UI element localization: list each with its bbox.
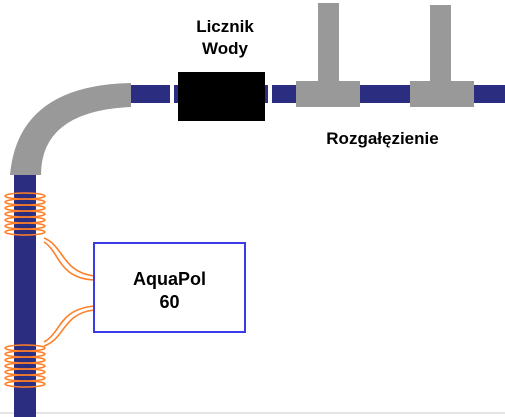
upper-coil <box>4 192 46 236</box>
device-label-line1: AquaPol <box>132 269 206 289</box>
tee-body-2 <box>410 81 474 107</box>
device-label-line2: 60 <box>159 292 180 312</box>
aquapol-device-box: AquaPol 60 <box>93 242 246 333</box>
water-meter-label: Licznik Wody <box>175 16 275 60</box>
water-meter-label-line2: Wody <box>202 39 248 58</box>
tee-body-1 <box>296 81 360 107</box>
tee-stem-1 <box>318 3 339 83</box>
branch-label: Rozgałęzienie <box>326 129 439 148</box>
pipe-joint <box>170 85 174 103</box>
pipe-elbow <box>10 83 131 175</box>
water-meter-label-line1: Licznik <box>196 17 254 36</box>
tee-stem-2 <box>430 5 451 83</box>
vertical-pipe <box>14 172 36 417</box>
pipe-joint <box>268 85 272 103</box>
lower-coil <box>4 344 46 388</box>
coil-wires <box>43 237 95 347</box>
water-meter <box>178 72 265 121</box>
device-label: AquaPol 60 <box>95 268 244 314</box>
